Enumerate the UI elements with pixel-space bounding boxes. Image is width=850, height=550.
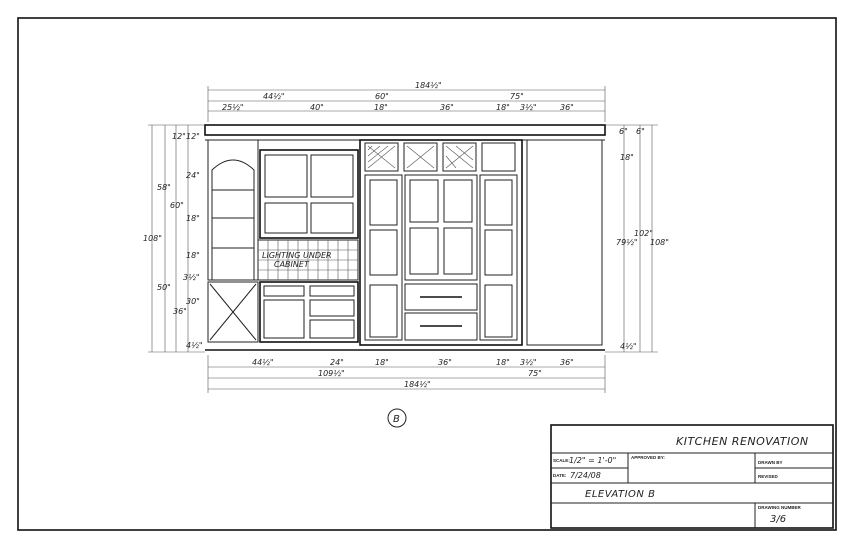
dim-label: 60" xyxy=(170,201,184,210)
approved-by-label: APPROVED BY: xyxy=(631,455,665,460)
dim-label: 4½" xyxy=(186,341,203,350)
bottom-dimensions: 44½" 24" 18" 36" 18" 3½" 36" 109½" 75" 1… xyxy=(207,355,606,393)
scale-value: 1/2" = 1'-0" xyxy=(569,456,616,465)
dim-label: 3½" xyxy=(183,273,200,282)
dim-label: 58" xyxy=(157,183,171,192)
grille-panels xyxy=(367,145,474,169)
dim-label: 18" xyxy=(186,214,200,223)
dim-label: 75" xyxy=(510,92,524,101)
cabinet-elevation: LIGHTING UNDER CABINET xyxy=(204,124,606,351)
dim-label: 75" xyxy=(528,369,542,378)
dim-label: 24" xyxy=(330,358,344,367)
dim-label: 30" xyxy=(186,297,200,306)
dim-label: 109½" xyxy=(318,369,345,378)
title-block: KITCHEN RENOVATION SCALE: 1/2" = 1'-0" D… xyxy=(550,424,834,529)
dim-label: 18" xyxy=(620,153,634,162)
dim-label: 50" xyxy=(157,283,171,292)
dim-top-overall: 184½" xyxy=(415,81,442,90)
pantry-cabinets xyxy=(359,139,523,346)
dim-label: 18" xyxy=(496,358,510,367)
note-lighting-line1: LIGHTING UNDER xyxy=(262,251,332,260)
dim-label: 18" xyxy=(186,251,200,260)
scale-label: SCALE: xyxy=(553,458,570,463)
dim-label: 36" xyxy=(560,103,574,112)
elevation-marker: B xyxy=(387,408,407,428)
left-dimensions: 108" 58" 50" 12" 60" 36" 12" 24" 18" 18"… xyxy=(143,124,205,353)
dim-label: 24" xyxy=(186,171,200,180)
dim-label: 6" xyxy=(619,127,628,136)
dim-label: 3½" xyxy=(520,103,537,112)
dim-label: 36" xyxy=(440,103,454,112)
dim-label: 18" xyxy=(374,103,388,112)
tile-backsplash: LIGHTING UNDER CABINET xyxy=(257,239,359,281)
right-dimensions: 6" 18" 79½" 4½" 6" 102" 108" xyxy=(605,124,669,353)
date-label: DATE: xyxy=(553,473,567,478)
lower-cabinets xyxy=(259,281,359,343)
dim-label: 25½" xyxy=(222,103,244,112)
dim-label: 44½" xyxy=(263,92,285,101)
dim-label: 12" xyxy=(172,132,186,141)
sheet-title: ELEVATION B xyxy=(585,489,655,500)
dim-label: 18" xyxy=(496,103,510,112)
revised-label: REVISED xyxy=(758,474,779,479)
open-shelf-unit xyxy=(207,139,259,281)
dim-label: 44½" xyxy=(252,358,274,367)
dim-label: 36" xyxy=(560,358,574,367)
dim-bottom-overall: 184½" xyxy=(404,380,431,389)
drawing-number: 3/6 xyxy=(770,514,786,525)
sheet-border xyxy=(17,17,837,531)
refrigerator-panel xyxy=(526,139,603,346)
dim-label: 6" xyxy=(636,127,645,136)
upper-cabinets xyxy=(259,149,359,239)
dim-label: 12" xyxy=(186,132,200,141)
wine-rack xyxy=(207,281,259,343)
date-value: 7/24/08 xyxy=(570,471,601,480)
dim-label: 108" xyxy=(650,238,669,247)
dim-label: 102" xyxy=(634,229,653,238)
drawing-number-label: DRAWING NUMBER xyxy=(758,505,801,510)
note-lighting-line2: CABINET xyxy=(274,260,310,269)
dim-label: 36" xyxy=(438,358,452,367)
dim-label: 60" xyxy=(375,92,389,101)
dim-label: 108" xyxy=(143,234,162,243)
dim-label: 3½" xyxy=(520,358,537,367)
dim-label: 36" xyxy=(173,307,187,316)
drawn-by-label: DRAWN BY xyxy=(758,460,783,465)
dim-label: 4½" xyxy=(620,342,637,351)
dim-label: 40" xyxy=(310,103,324,112)
top-dimensions: 184½" 44½" 60" 75" 25½" 40" 18" 36" 18" … xyxy=(207,81,606,122)
project-title: KITCHEN RENOVATION xyxy=(676,435,809,448)
dim-label: 79½" xyxy=(616,238,638,247)
dim-label: 18" xyxy=(375,358,389,367)
crown-molding xyxy=(204,124,606,136)
elevation-marker-label: B xyxy=(393,414,400,425)
